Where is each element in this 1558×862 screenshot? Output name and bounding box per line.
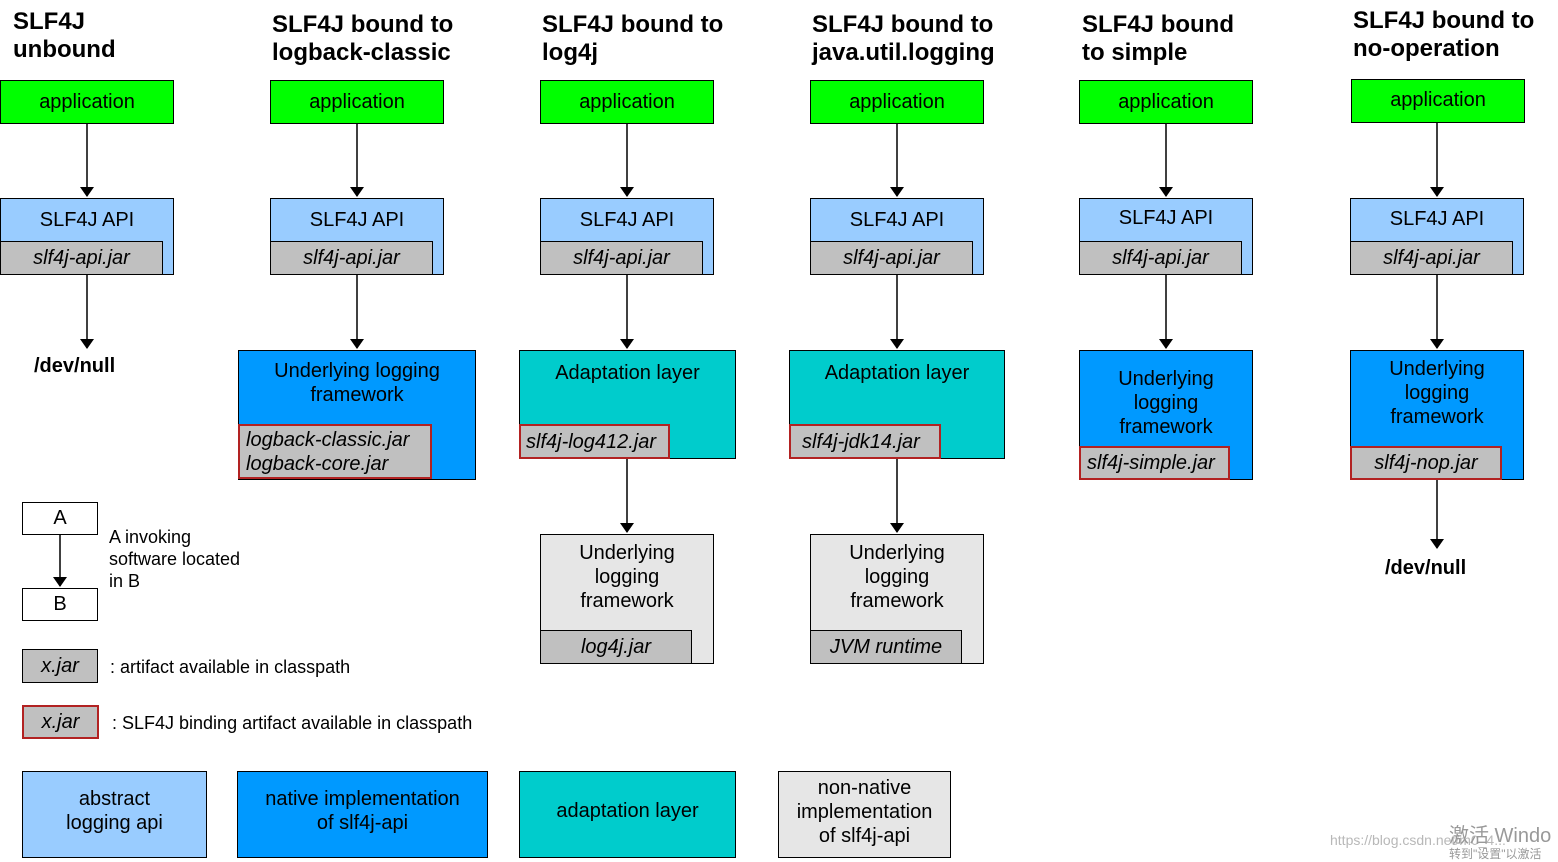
application-box: application <box>0 80 174 124</box>
dev-null-sink: /dev/null <box>1385 557 1467 579</box>
api-jar: slf4j-api.jar <box>540 241 703 275</box>
legend-box-a: A <box>22 502 98 535</box>
api-label: SLF4J API <box>849 209 945 231</box>
underlying-jar: JVM runtime <box>810 630 962 664</box>
api-jar: slf4j-api.jar <box>1079 241 1242 275</box>
legend-jar-sample: x.jar <box>22 649 98 683</box>
legend-binding-text: : SLF4J binding artifact available in cl… <box>112 713 473 733</box>
application-box: application <box>810 80 984 124</box>
legend-jar-text: : artifact available in classpath <box>110 657 351 677</box>
api-jar: slf4j-api.jar <box>270 241 433 275</box>
api-label: SLF4J API <box>1118 207 1214 229</box>
column-title-unbound: SLF4J unbound <box>13 8 116 63</box>
watermark-settings: 转到"设置"以激活 <box>1449 847 1542 861</box>
column-title-jul: SLF4J bound to java.util.logging <box>812 11 995 66</box>
api-jar: slf4j-api.jar <box>0 241 163 275</box>
application-box: application <box>1351 79 1525 123</box>
legend-adaptation-layer: adaptation layer <box>519 771 736 858</box>
underlying-jar: log4j.jar <box>540 630 692 664</box>
adapt-label: Adaptation layer <box>824 362 970 384</box>
impl-label: Underlying logging framework <box>274 360 440 406</box>
underlying-label: Underlying logging framework <box>579 542 675 612</box>
legend-abstract-api: abstract logging api <box>22 771 207 858</box>
binding-jar: slf4j-log412.jar <box>519 424 670 459</box>
legend-invoke-text: A invoking software located in B <box>109 527 241 591</box>
legend-box-b: B <box>22 588 98 621</box>
api-label: SLF4J API <box>1389 208 1485 230</box>
legend-non-native: non-native implementation of slf4j-api <box>778 771 951 858</box>
dev-null-sink: /dev/null <box>34 355 116 377</box>
legend-binding-sample: x.jar <box>22 705 99 739</box>
impl-label: Underlying logging framework <box>1389 358 1485 428</box>
application-box: application <box>540 80 714 124</box>
binding-jar: slf4j-nop.jar <box>1350 446 1502 480</box>
api-jar: slf4j-api.jar <box>1350 241 1513 275</box>
impl-label: Underlying logging framework <box>1118 368 1214 438</box>
api-jar: slf4j-api.jar <box>810 241 973 275</box>
api-label: SLF4J API <box>309 209 405 231</box>
api-label: SLF4J API <box>579 209 675 231</box>
column-title-nop: SLF4J bound to no-operation <box>1353 7 1535 62</box>
adapt-label: Adaptation layer <box>555 362 700 384</box>
column-title-log4j: SLF4J bound to log4j <box>542 11 724 66</box>
legend-native-impl: native implementation of slf4j-api <box>237 771 488 858</box>
column-title-logback: SLF4J bound to logback-classic <box>272 11 454 66</box>
binding-jar: slf4j-jdk14.jar <box>789 424 941 459</box>
underlying-label: Underlying logging framework <box>849 542 945 612</box>
binding-jar: slf4j-simple.jar <box>1079 446 1230 480</box>
api-label: SLF4J API <box>39 209 135 231</box>
watermark-url: https://blog.csdn.net/m0_4... <box>1330 832 1506 848</box>
application-box: application <box>1079 80 1253 124</box>
application-box: application <box>270 80 444 124</box>
binding-jar: logback-classic.jar logback-core.jar <box>238 424 432 479</box>
watermark-activate: 激活 Windo <box>1449 825 1552 847</box>
column-title-simple: SLF4J bound to simple <box>1082 11 1234 66</box>
native-impl-box: Underlying logging framework <box>1350 350 1524 480</box>
